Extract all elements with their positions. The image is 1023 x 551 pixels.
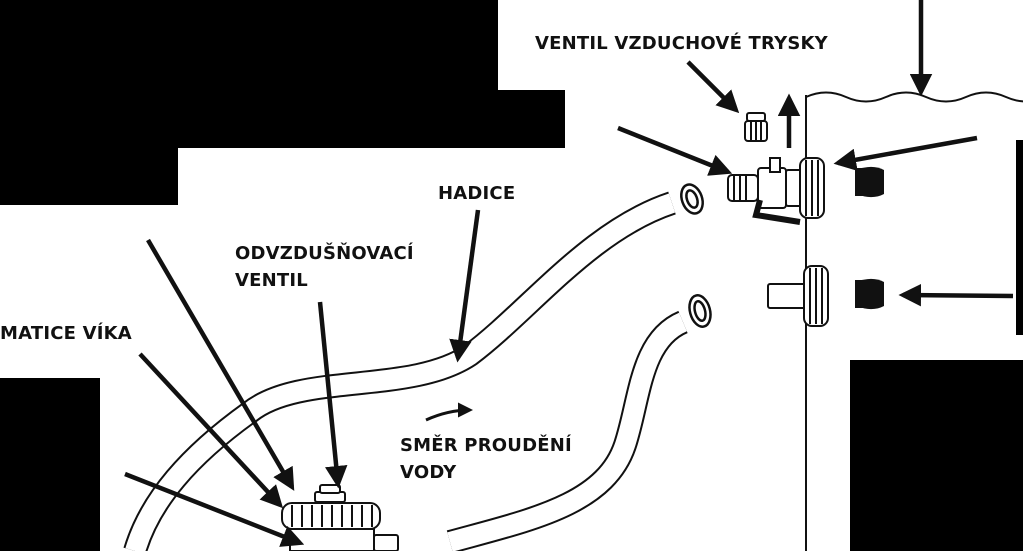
label-air-jet-valve: VENTIL VZDUCHOVÉ TRYSKY bbox=[535, 33, 828, 54]
label-hose: HADICE bbox=[438, 183, 516, 204]
hose-upper-inner bbox=[125, 193, 676, 551]
arrow-air-cap bbox=[686, 60, 740, 114]
label-lid-nut: MATICE VÍKA bbox=[0, 323, 132, 344]
hose-lower-inner bbox=[447, 312, 688, 551]
label-bleed-valve-line1: ODVZDUŠŇOVACÍ bbox=[235, 243, 414, 264]
label-bleed-valve-line2: VENTIL bbox=[235, 270, 308, 291]
black-patch-left bbox=[0, 378, 100, 551]
arrow-outlet-dome bbox=[898, 283, 1014, 307]
black-patch-right bbox=[850, 360, 1023, 551]
arrow-upper-fitting bbox=[617, 125, 733, 176]
upper-wall-fitting bbox=[727, 157, 825, 225]
arrow-hose bbox=[449, 209, 481, 363]
filter-pump-unit bbox=[281, 484, 399, 551]
arrow-left-top bbox=[146, 238, 295, 491]
water-surface bbox=[805, 91, 1023, 103]
label-bleed-valve: ODVZDUŠŇOVACÍ VENTIL bbox=[235, 240, 414, 294]
inlet-dome-upper bbox=[855, 166, 884, 198]
hose-clamp-lower bbox=[688, 294, 712, 328]
black-patch-edge bbox=[1016, 140, 1023, 240]
hose-clamp-upper bbox=[680, 183, 704, 215]
flow-direction-arrow bbox=[425, 402, 473, 422]
arrow-lid-nut bbox=[138, 352, 284, 509]
arrow-left-bottom bbox=[124, 471, 305, 547]
label-flow-line2: VODY bbox=[400, 462, 457, 483]
air-jet-valve-cap bbox=[744, 112, 768, 142]
pointer-arrows bbox=[124, 0, 1014, 547]
arrow-inlet-dome bbox=[833, 135, 978, 171]
label-flow-line1: SMĚR PROUDĚNÍ bbox=[400, 435, 572, 456]
outlet-dome-lower bbox=[855, 278, 884, 310]
label-flow-direction: SMĚR PROUDĚNÍ VODY bbox=[400, 432, 572, 486]
lower-wall-fitting bbox=[767, 265, 829, 327]
arrow-bleed-valve bbox=[317, 301, 348, 489]
